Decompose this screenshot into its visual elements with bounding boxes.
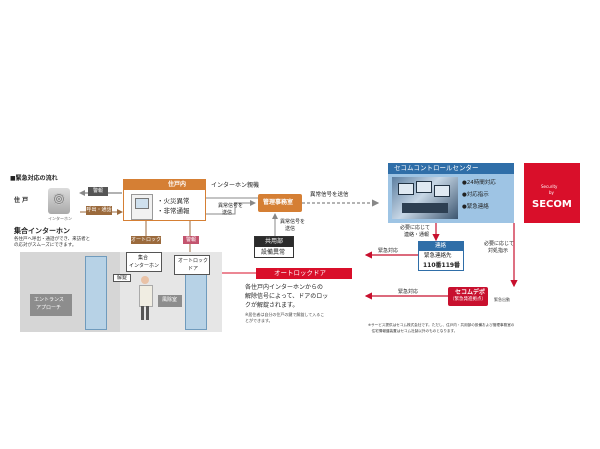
management-office-box: 管理事務室 [258,194,302,212]
intercom-network-label: インターホン親機 [211,182,260,189]
autolock-desc-3: クが解錠されます。 [245,302,299,309]
control-center-box: セコムコントロールセンター ●24時間対応 ●対応指示 ●緊急連絡 [388,163,514,223]
unlock-tag: 解錠 [113,274,131,282]
logo-brand: SECOM [532,199,572,210]
visitor-figure-icon [138,276,153,320]
unit-panel-header: 住戸内 [168,181,187,188]
abnormal-signal-1: 異常信号を [218,203,244,209]
management-office-label: 管理事務室 [263,199,294,206]
autolock-note-1: ※居住者は自分の住戸の鍵で解錠して入るこ [245,312,325,317]
unit-panel-item-1: ・火災異常 [157,197,190,205]
secom-depot-box: セコムデポ （緊急発進拠点） [448,287,488,306]
unit-alarm-tag: 警報 [183,236,199,244]
entrance-intercom-label: 集合 インターホン [126,252,162,272]
service-note-2: 住宅情報盤装置はセコム社製以外のものとなります。 [368,329,458,333]
wind-room-label-box: 風除室 [158,295,182,307]
entrance-intercom-label-2: インターホン [129,263,160,269]
secom-depot-1: セコムデポ [455,289,486,296]
logo-security: Security [541,184,558,189]
dispatch-instruction-2: 対処指示 [488,248,509,254]
autolock-banner: オートロックドア [256,268,352,279]
approach-label-2: アプローチ [36,305,62,311]
send-signal-label: 異常信号を送信 [310,192,349,198]
unit-panel: 住戸内 ・火災異常 ・非常通報 [123,179,206,221]
contact-box: 連絡 緊急連絡先 110番119番 [418,241,464,271]
glass-door-left [85,256,107,330]
contact-header: 連絡 [435,243,447,249]
contact-line-2: 110番119番 [423,262,461,269]
control-center-item-3: ●緊急連絡 [462,204,489,210]
autolock-door-label: オートロック ドア [174,255,210,275]
alarm-tag: 警報 [88,187,108,196]
service-note-1: ※サービス提供はセコム株式会社です。ただし、住戸内・共用部の設備および管理事務室… [368,323,515,327]
intercom-system-desc-2: の応対がスムーズにできます。 [14,243,77,248]
home-monitor-icon [131,194,153,220]
secom-logo: Security by SECOM [524,163,580,223]
secom-depot-2: （緊急発進拠点） [450,297,486,302]
entrance-intercom-label-1: 集合 [138,255,149,261]
autolock-desc-1: 各住戸内インターホンからの [245,284,324,291]
contact-line-1: 緊急連絡先 [424,253,452,259]
dispatch-instruction-1: 必要に応じて [484,241,515,247]
control-room-photo [392,177,458,219]
common-signal-1: 異常信号を [280,219,306,225]
flow-title: ■緊急対応の流れ [10,175,58,182]
control-center-item-1: ●24時間対応 [462,180,496,186]
common-signal-2: 送信 [285,226,296,232]
intercom-system-title: 集合インターホン [14,227,70,235]
control-center-header: セコムコントロールセンター [394,164,479,172]
logo-by: by [549,190,554,195]
unit-panel-header-bar [124,180,205,190]
autolock-tag: オートロック [131,236,162,244]
common-area-header: 共用部 [265,238,284,245]
autolock-note-2: とができます。 [245,318,273,323]
dispatch-note: 緊急出動 [494,297,510,302]
dwelling-label: 住 戸 [14,197,29,204]
autolock-door-label-2: ドア [188,266,199,272]
intercom-tag: インターホン [48,216,72,221]
emergency-response-label-2: 緊急対応 [398,289,419,295]
autolock-desc-2: 解除信号によって、ドアのロッ [245,293,329,300]
abnormal-signal-arrow [205,200,256,215]
autolock-banner-label: オートロックドア [274,269,326,277]
abnormal-signal-2: 送信 [222,210,233,216]
approach-label-1: エントランス [34,297,64,303]
approach-label-box: エントランス アプローチ [30,294,72,316]
wind-room-label: 風除室 [162,297,178,303]
emergency-response-label: 緊急対応 [378,248,399,254]
report-label-2: 連絡・通報 [404,232,430,238]
common-area-label: 設備異常 [261,249,286,256]
autolock-door-label-1: オートロック [178,258,209,264]
intercom-system-desc-1: 各住戸へ呼出・通話ができ、来訪者と [14,237,91,242]
report-label-1: 必要に応じて [400,225,431,231]
control-center-item-2: ●対応指示 [462,192,489,198]
call-tag: 呼出・通話 [86,206,112,215]
door-intercom-icon [48,188,70,214]
unit-panel-item-2: ・非常通報 [157,207,190,215]
common-area-box: 共用部 設備異常 [254,236,294,258]
